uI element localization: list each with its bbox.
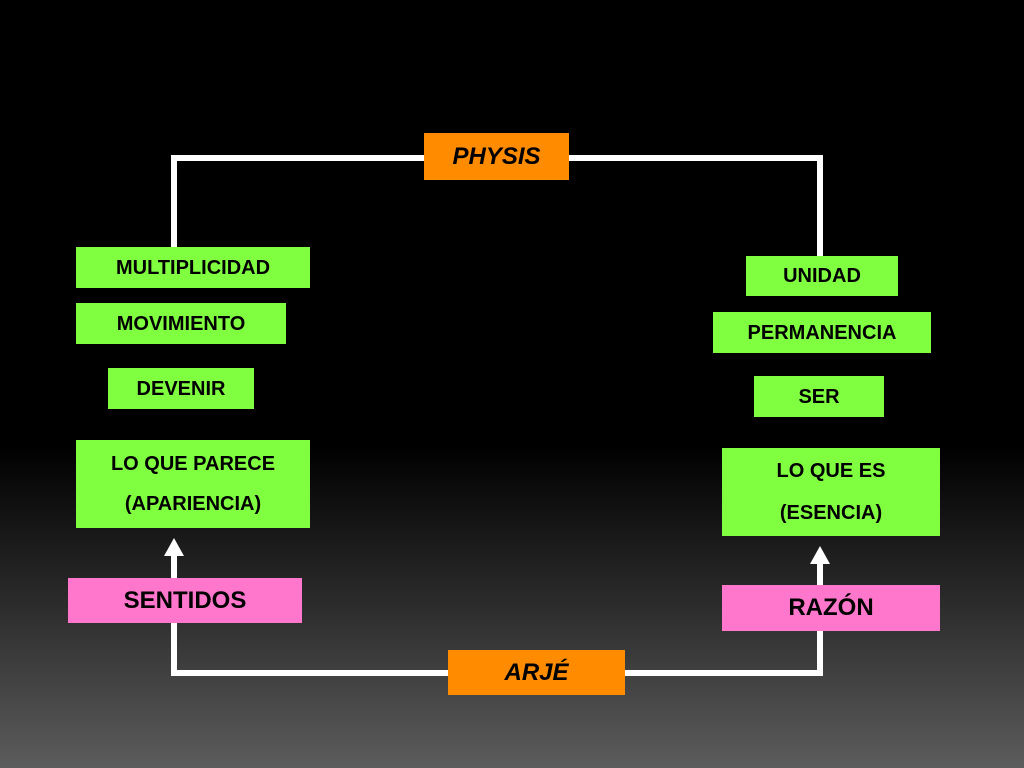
apariencia-box: LO QUE PARECE (APARIENCIA) bbox=[76, 440, 310, 528]
multiplicidad-label: MULTIPLICIDAD bbox=[115, 256, 271, 279]
apariencia-line2: (APARIENCIA) bbox=[124, 493, 262, 515]
unidad-label: UNIDAD bbox=[783, 265, 861, 287]
movimiento-box: MOVIMIENTO bbox=[76, 303, 286, 344]
devenir-label: DEVENIR bbox=[136, 377, 226, 400]
permanencia-label: PERMANENCIA bbox=[747, 321, 897, 344]
bottom-connector-left bbox=[171, 623, 448, 676]
unidad-box: UNIDAD bbox=[746, 256, 898, 296]
arje-label: ARJÉ bbox=[504, 658, 569, 686]
esencia-line1: LO QUE ES bbox=[776, 460, 886, 482]
sentidos-box: SENTIDOS bbox=[68, 578, 302, 623]
ser-box: SER bbox=[754, 376, 884, 417]
top-connector bbox=[171, 155, 424, 247]
devenir-box: DEVENIR bbox=[108, 368, 254, 409]
ser-label: SER bbox=[798, 385, 840, 408]
permanencia-box: PERMANENCIA bbox=[713, 312, 931, 353]
razon-label: RAZÓN bbox=[788, 594, 874, 621]
physis-label: PHYSIS bbox=[452, 142, 541, 170]
sentidos-label: SENTIDOS bbox=[123, 586, 247, 614]
esencia-line2: (ESENCIA) bbox=[779, 502, 883, 524]
movimiento-label: MOVIMIENTO bbox=[116, 312, 246, 335]
apariencia-line1: LO QUE PARECE bbox=[110, 453, 276, 475]
top-connector-right bbox=[568, 155, 823, 256]
esencia-box: LO QUE ES (ESENCIA) bbox=[722, 448, 940, 536]
physis-box: PHYSIS bbox=[424, 133, 569, 180]
arje-box: ARJÉ bbox=[448, 650, 625, 695]
arrow-head-left bbox=[164, 538, 184, 556]
multiplicidad-box: MULTIPLICIDAD bbox=[76, 247, 310, 288]
bottom-connector-right bbox=[624, 631, 823, 676]
razon-box: RAZÓN bbox=[722, 585, 940, 631]
arrow-head-right bbox=[810, 546, 830, 564]
